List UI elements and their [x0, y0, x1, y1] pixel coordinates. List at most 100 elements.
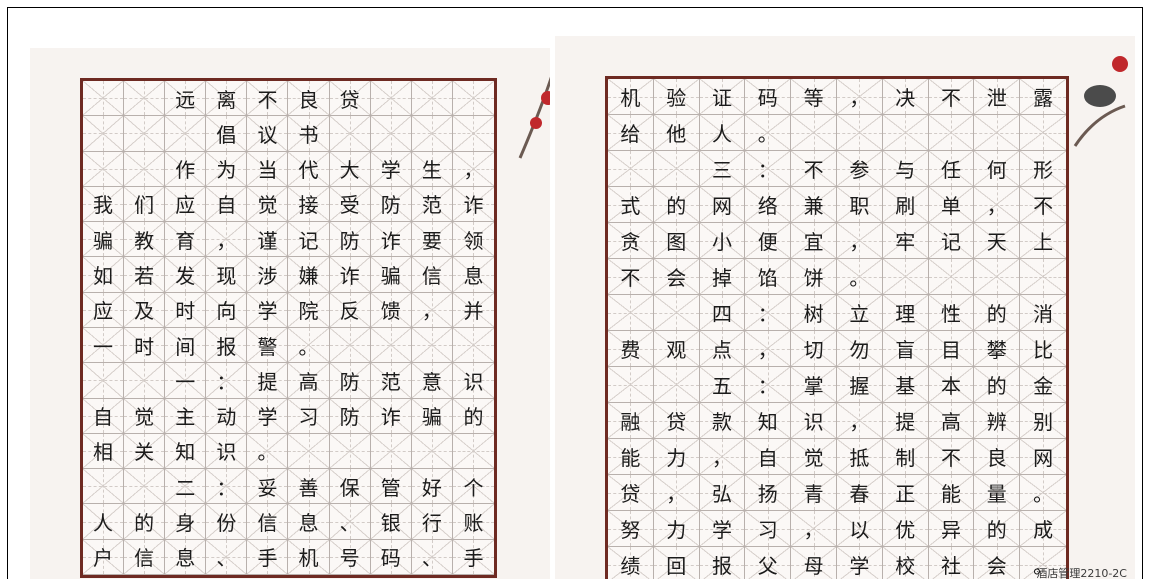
grid-cell: ，	[452, 151, 495, 187]
handwritten-character: 诈	[463, 193, 484, 218]
handwritten-character: 觉	[803, 446, 824, 470]
handwritten-character: 校	[895, 554, 916, 578]
grid-cell: 码	[370, 539, 412, 575]
grid-cell	[329, 327, 371, 364]
handwritten-character: 消	[1033, 302, 1054, 326]
handwritten-character: 涉	[257, 264, 278, 289]
grid-cell: 握	[836, 367, 883, 403]
handwritten-character: 融	[620, 410, 641, 434]
grid-cell: 高	[288, 363, 330, 399]
handwritten-character: 应	[93, 299, 114, 324]
handwritten-character: 相	[93, 440, 114, 465]
grid-cell: 诈	[329, 257, 371, 293]
handwritten-character: 骗	[93, 228, 114, 253]
grid-cell: 消	[1020, 295, 1066, 331]
grid-cell: 能	[608, 439, 654, 475]
grid-cell: ，	[411, 292, 453, 328]
handwritten-character: 比	[1033, 338, 1054, 362]
grid-cell: 网	[1020, 439, 1066, 475]
handwritten-character: 参	[849, 158, 870, 182]
grid-cell: 的	[974, 367, 1021, 403]
grid-cell: 二	[165, 469, 207, 505]
grid-cell: 大	[329, 151, 371, 187]
handwritten-character: 防	[380, 193, 401, 218]
grid-cell: 以	[836, 511, 883, 547]
handwritten-character: 良	[298, 87, 319, 112]
grid-cell: 绩	[608, 547, 654, 579]
grid-cell: 刷	[882, 187, 929, 223]
handwritten-character: 知	[757, 410, 778, 434]
grid-cell: 任	[928, 151, 975, 187]
handwritten-character: 他	[666, 122, 687, 146]
grid-cell: 五	[699, 367, 746, 403]
grid-cell: 防	[329, 363, 371, 399]
grid-cell: 应	[165, 186, 207, 223]
grid-cell: 意	[411, 363, 453, 399]
handwritten-character: 握	[849, 374, 870, 398]
grid-cell	[288, 433, 330, 470]
handwritten-character: 小	[711, 230, 732, 254]
grid-cell: 贷	[608, 475, 654, 511]
handwritten-character: 良	[986, 446, 1007, 470]
handwritten-character: 盲	[895, 338, 916, 362]
handwritten-character: 记	[940, 230, 961, 254]
handwritten-character: 手	[463, 546, 484, 571]
grid-cell	[370, 116, 412, 152]
grid-cell: ：	[745, 367, 792, 403]
handwritten-character: 馈	[380, 299, 401, 324]
handwritten-character: 、	[339, 511, 360, 536]
grid-cell: 识	[206, 433, 248, 470]
grid-cell	[83, 151, 125, 187]
right-handwriting-sheet: 机验证码等，决不泄露给他人。三：不参与任何形式的网络兼职刷单，不贪图小便宜，牢记…	[555, 36, 1135, 579]
grid-cell: 间	[165, 327, 207, 364]
handwritten-character: 身	[175, 511, 196, 536]
grid-cell: 接	[288, 186, 330, 223]
grid-cell	[1020, 115, 1066, 151]
grid-cell: 院	[288, 292, 330, 328]
handwritten-character: ：	[216, 369, 237, 394]
grid-cell	[329, 433, 371, 470]
grid-cell: 们	[124, 186, 166, 223]
grid-cell: 动	[206, 398, 248, 434]
grid-cell: 与	[882, 151, 929, 187]
grid-cell: 。	[836, 259, 883, 295]
grid-cell: 量	[974, 475, 1021, 511]
grid-cell: 手	[452, 539, 495, 575]
grid-cell: 户	[83, 539, 125, 575]
handwritten-character: 向	[216, 299, 237, 324]
handwritten-character: 。	[298, 334, 319, 359]
grid-cell: 。	[288, 327, 330, 364]
handwritten-character: 信	[257, 511, 278, 536]
grid-cell: 小	[699, 223, 746, 259]
grid-cell: 息	[452, 257, 495, 293]
grid-cell: 习	[745, 511, 792, 547]
grid-cell: 远	[165, 81, 207, 117]
grid-cell	[882, 259, 929, 295]
bird-branch-decoration-icon	[1073, 56, 1128, 147]
grid-cell: 发	[165, 257, 207, 293]
grid-cell: 个	[452, 469, 495, 505]
grid-cell: 成	[1020, 511, 1066, 547]
grid-cell	[452, 433, 495, 470]
grid-cell	[124, 151, 166, 187]
grid-cell: 善	[288, 469, 330, 505]
grid-cell: 目	[928, 331, 975, 367]
handwritten-character: ，	[849, 410, 870, 434]
grid-cell: 谨	[247, 222, 289, 258]
handwritten-character: ：	[757, 302, 778, 326]
grid-cell	[791, 115, 837, 151]
grid-cell	[83, 81, 125, 117]
handwritten-character: 银	[380, 511, 401, 536]
handwritten-character: 天	[986, 230, 1007, 254]
handwritten-character: 牢	[895, 230, 916, 254]
handwritten-character: 学	[711, 518, 732, 542]
grid-cell: ，	[836, 403, 883, 439]
grid-cell	[165, 116, 207, 152]
grid-cell: 手	[247, 539, 289, 575]
grid-cell: 报	[206, 327, 248, 364]
grid-cell: 扬	[745, 475, 792, 511]
handwritten-character: 若	[134, 264, 155, 289]
handwritten-character: 馅	[757, 266, 778, 290]
grid-cell: 牢	[882, 223, 929, 259]
grid-cell: 自	[83, 398, 125, 434]
